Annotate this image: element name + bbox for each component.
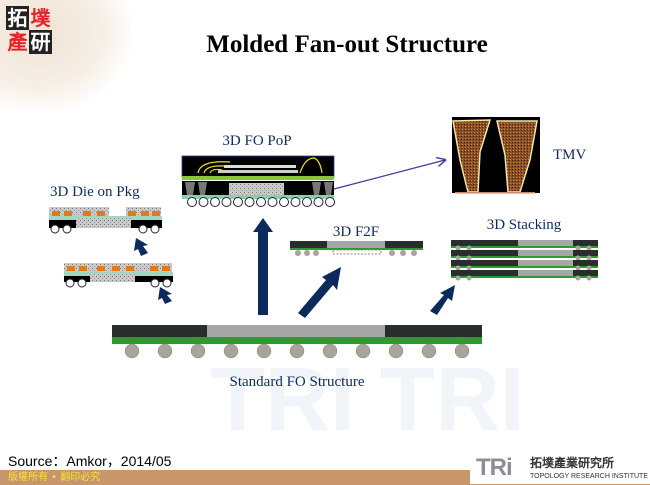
solder-ball	[466, 275, 472, 281]
logo-char: 墣	[30, 6, 51, 30]
solder-ball	[210, 197, 220, 207]
stacking-package	[451, 240, 598, 281]
solder-ball	[575, 275, 581, 281]
solder-ball	[455, 255, 461, 261]
arrow-to-fo-pop	[253, 218, 273, 315]
solder-ball	[198, 197, 209, 207]
label-fo-pop: 3D FO PoP	[222, 133, 291, 149]
solder-ball	[322, 343, 338, 359]
solder-ball	[221, 197, 232, 207]
solder-ball	[421, 343, 437, 359]
die-on-pkg-base-package	[64, 263, 173, 288]
arrows	[134, 218, 455, 318]
brand-logo-area	[470, 456, 650, 484]
solder-ball	[289, 343, 305, 359]
tmv-pointer-line	[333, 160, 445, 190]
brand-name-cn: 拓墣產業研究所	[530, 456, 615, 470]
die-on-pkg-package	[49, 207, 162, 234]
solder-ball	[586, 245, 592, 251]
source-citation: Source：Amkor，2014/05	[8, 453, 172, 469]
solder-ball	[256, 197, 266, 207]
solder-ball	[466, 245, 472, 251]
logo-char: 拓	[6, 6, 29, 30]
label-standard-fo: Standard FO Structure	[230, 374, 365, 390]
solder-ball	[256, 343, 272, 359]
solder-ball	[157, 343, 173, 359]
solder-ball	[586, 255, 592, 261]
solder-ball	[455, 265, 461, 271]
logo-char: 研	[29, 30, 52, 54]
label-tmv: TMV	[553, 147, 587, 163]
label-stacking: 3D Stacking	[487, 217, 562, 233]
solder-ball	[355, 343, 371, 359]
solder-ball	[388, 343, 404, 359]
solder-ball	[244, 197, 255, 207]
solder-ball	[575, 255, 581, 261]
solder-ball	[455, 245, 461, 251]
solder-ball	[575, 265, 581, 271]
solder-ball	[454, 343, 470, 359]
brand-mark: TRi	[476, 454, 513, 481]
label-die-on-pkg: 3D Die on Pkg	[50, 184, 140, 200]
solder-ball	[187, 197, 197, 207]
solder-ball	[267, 197, 278, 207]
solder-ball	[466, 255, 472, 261]
copyright-text: 版權所有 • 翻印必究	[8, 472, 101, 483]
solder-ball	[279, 197, 289, 207]
solder-ball	[190, 343, 206, 359]
watermark: TRI TRI	[210, 350, 525, 450]
solder-ball	[586, 275, 592, 281]
logo-char: 產	[7, 30, 28, 54]
svg-text:TRI TRI: TRI TRI	[210, 350, 525, 450]
arrow-to-stacking	[430, 285, 455, 315]
arrow-to-die-pkg-lower	[158, 287, 172, 304]
solder-ball	[586, 265, 592, 271]
company-logo: 拓 墣 產 研	[6, 6, 52, 54]
solder-ball	[455, 275, 461, 281]
f2f-package	[290, 241, 423, 256]
solder-ball	[223, 343, 239, 359]
solder-ball	[233, 197, 243, 207]
solder-ball	[313, 197, 324, 207]
solder-ball	[325, 197, 335, 207]
solder-ball	[575, 245, 581, 251]
solder-ball	[466, 265, 472, 271]
brand-name-en: TOPOLOGY RESEARCH INSTITUTE	[530, 473, 648, 480]
fo-pop-package	[181, 155, 335, 207]
solder-ball	[290, 197, 301, 207]
arrow-to-die-pkg-upper	[134, 238, 148, 256]
label-f2f: 3D F2F	[333, 224, 379, 240]
solder-ball	[302, 197, 312, 207]
slide-title: Molded Fan-out Structure	[206, 31, 488, 58]
solder-ball	[124, 343, 140, 359]
arrow-to-f2f	[298, 267, 341, 318]
standard-fo-package	[112, 325, 482, 359]
tmv-cross-section-image	[452, 117, 540, 194]
